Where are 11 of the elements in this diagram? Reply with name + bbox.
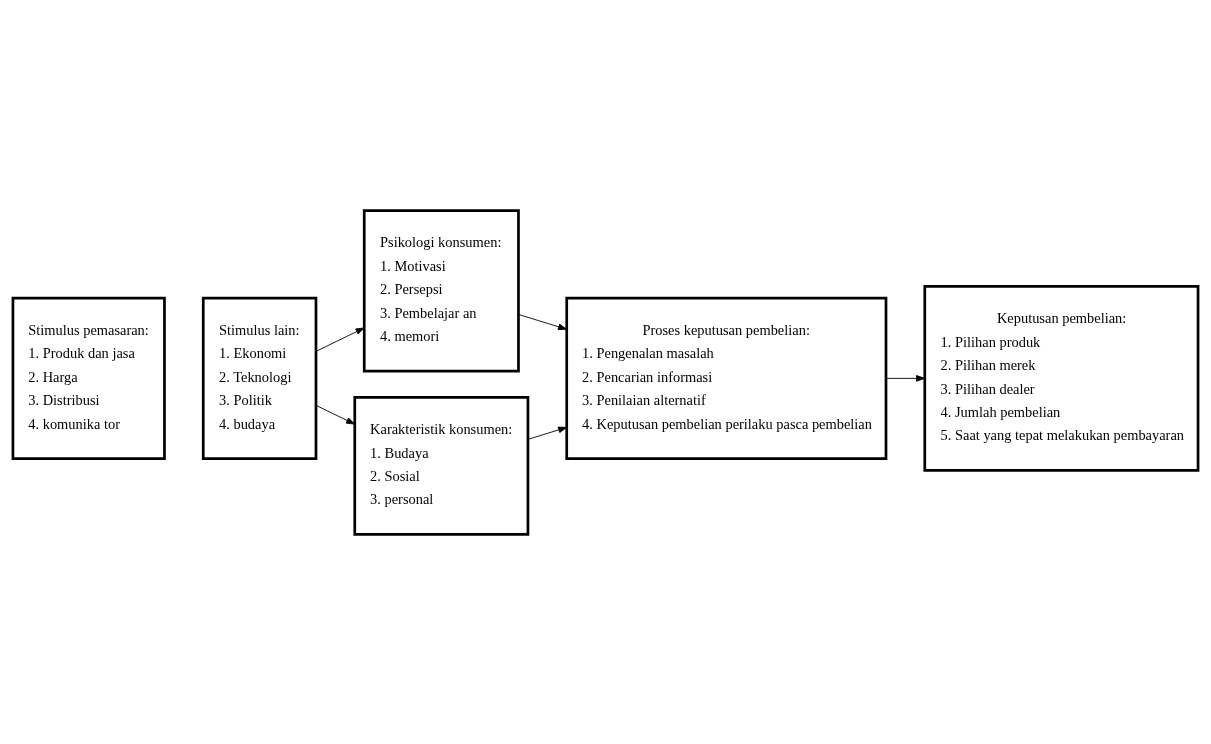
- arrow: [527, 426, 568, 440]
- arrow: [315, 404, 356, 425]
- arrow: [518, 313, 568, 330]
- node-box: Karakteristik konsumen: 1. Budaya 2. Sosial 3. personal: [353, 395, 530, 536]
- node-box: Keputusan pembelian: 1. Pilihan produk 2. Pilihan merek 3. Pilihan dealer 4. Jumlah pembelian 5. Saat yang tepat melakukan pembayaran: [923, 284, 1200, 472]
- node-box: Stimulus lain: 1. Ekonomi 2. Teknologi 3. Politik 4. budaya: [201, 296, 318, 460]
- node-box: Psikologi konsumen: 1. Motivasi 2. Persepsi 3. Pembelajar an 4. memori: [362, 208, 520, 372]
- node-box: Stimulus pemasaran: 1. Produk dan jasa 2. Harga 3. Distribusi 4. komunika tor: [11, 296, 166, 460]
- node-box: Proses keputusan pembelian: 1. Pengenalan masalah 2. Pencarian informasi 3. Penilaian alternatif 4. Keputusan pembelian perilaku pasca pembelian: [565, 296, 888, 460]
- arrow: [885, 374, 926, 382]
- arrow: [315, 327, 365, 352]
